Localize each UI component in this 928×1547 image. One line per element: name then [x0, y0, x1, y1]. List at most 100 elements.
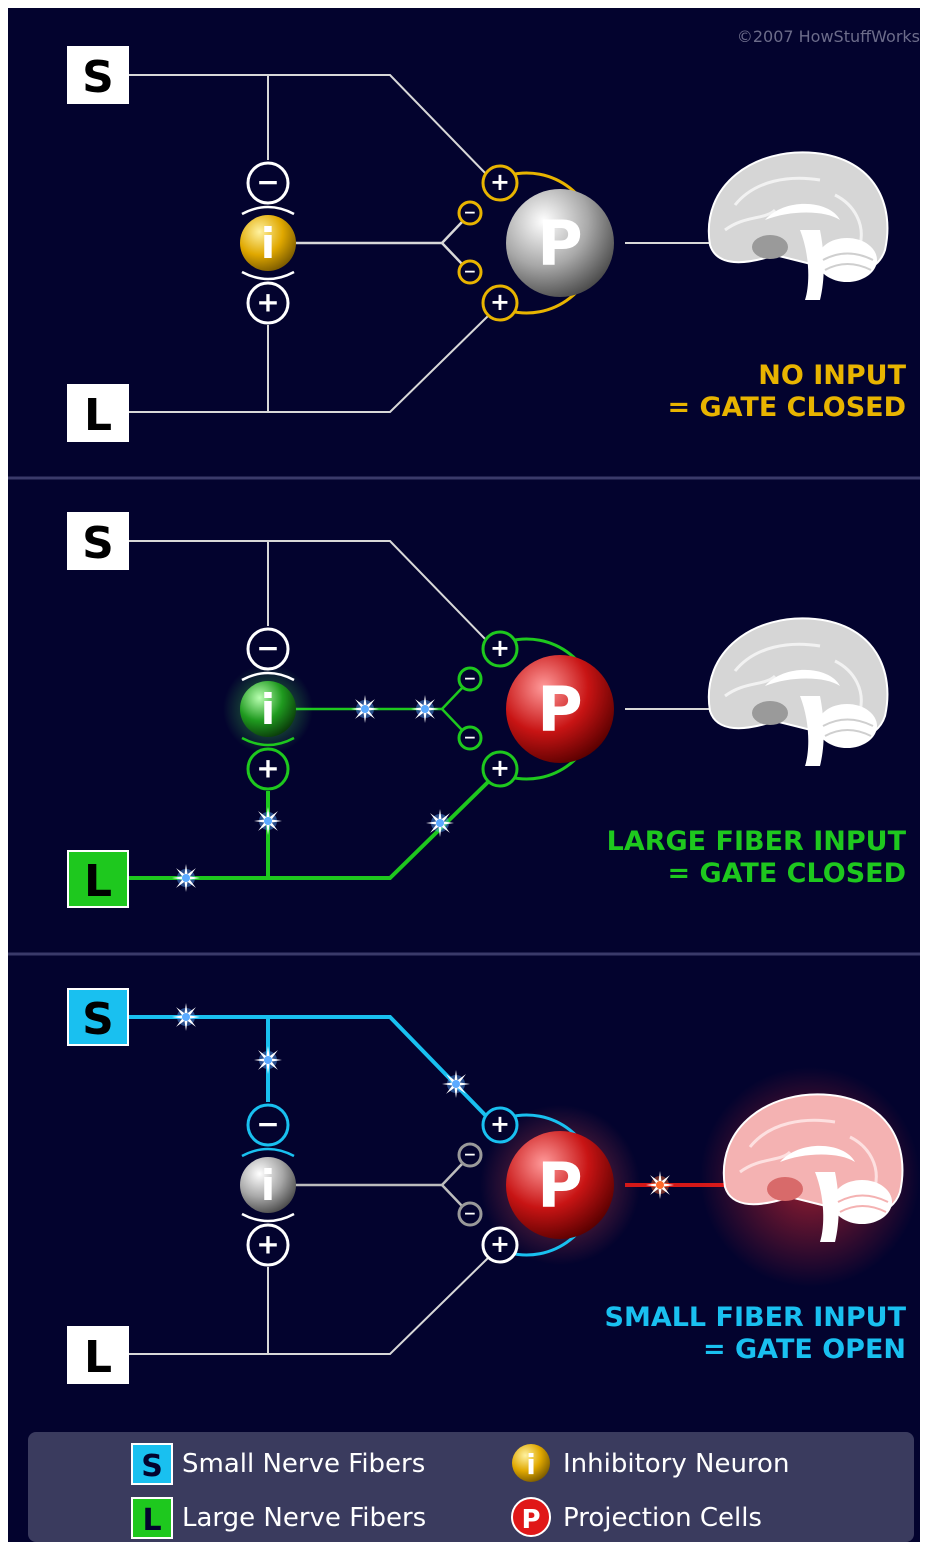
large-fiber-line	[128, 780, 490, 880]
inhibitory-plus-synapse: +	[246, 1223, 290, 1267]
inhibitory-neuron	[240, 1157, 296, 1213]
projection-inhibit-top-sign: −	[464, 204, 477, 222]
large-fiber-box-letter: L	[84, 856, 112, 907]
brain-icon	[707, 151, 889, 300]
projection-excite-top-sign: +	[490, 1110, 510, 1138]
projection-inhibit-top: −	[457, 1142, 483, 1168]
inhibitory-neuron	[240, 681, 296, 737]
inhibitory-neuron-letter: i	[261, 1161, 275, 1210]
projection-inhibit-bottom-sign: −	[464, 1205, 477, 1223]
inhibitory-neuron	[240, 215, 296, 271]
inhibitory-minus-synapse: −	[246, 161, 290, 205]
small-fiber-box-letter: S	[82, 518, 114, 569]
caption-line2: = GATE CLOSED	[667, 858, 906, 889]
legend-s-letter: S	[141, 1449, 163, 1484]
projection-cell	[506, 655, 614, 763]
legend-l-letter: L	[142, 1503, 161, 1538]
panel-caption: SMALL FIBER INPUT= GATE OPEN	[605, 1302, 907, 1365]
legend-s-icon	[131, 1443, 173, 1485]
projection-inhibit-bottom: −	[457, 259, 483, 285]
caption-line1: NO INPUT	[758, 360, 906, 391]
brain-icon	[707, 617, 889, 766]
projection-inhibit-top: −	[457, 666, 483, 692]
signal-star	[351, 695, 379, 723]
signal-star	[254, 807, 282, 835]
projection-inhibit-top-sign: −	[464, 1146, 477, 1164]
projection-excite-bottom-sign: +	[490, 288, 510, 316]
caption-line1: LARGE FIBER INPUT	[607, 826, 907, 857]
small-fiber-box: S	[67, 988, 129, 1046]
inhibitory-plus-synapse-sign: +	[256, 1227, 279, 1260]
legend-inhibitory-icon	[512, 1444, 550, 1482]
inhibitory-minus-synapse: −	[246, 1103, 290, 1147]
inhibitory-minus-synapse-sign: −	[256, 165, 279, 198]
projection-excite-top: +	[481, 1106, 519, 1144]
projection-inhibit-bottom-sign: −	[464, 263, 477, 281]
projection-excite-bottom: +	[481, 1226, 519, 1264]
projection-excite-top: +	[481, 630, 519, 668]
projection-cell	[506, 189, 614, 297]
inhibitory-plus-synapse-sign: +	[256, 751, 279, 784]
inhibitory-minus-synapse-sign: −	[256, 1107, 279, 1140]
inhibitory-neuron-letter: i	[261, 219, 275, 268]
legend-l-icon	[131, 1497, 173, 1539]
projection-inhibit-bottom-sign: −	[464, 729, 477, 747]
small-fiber-box: S	[67, 46, 129, 104]
inhibitory-minus-synapse: −	[246, 627, 290, 671]
caption-line2: = GATE CLOSED	[667, 392, 906, 423]
inhibitory-plus-synapse: +	[246, 747, 290, 791]
signal-star	[442, 1070, 470, 1098]
legend-projection-label: Projection Cells	[563, 1503, 762, 1533]
small-fiber-box-letter: S	[82, 52, 114, 103]
legend-large-label: Large Nerve Fibers	[182, 1503, 426, 1533]
small-fiber-box-letter: S	[82, 994, 114, 1045]
output-signal-star	[646, 1171, 674, 1199]
projection-inhibit-top-sign: −	[464, 670, 477, 688]
projection-cell-letter: P	[537, 1149, 582, 1222]
large-fiber-box: L	[67, 1326, 129, 1384]
inhibitory-plus-synapse: +	[246, 281, 290, 325]
projection-excite-bottom-sign: +	[490, 754, 510, 782]
projection-excite-top-sign: +	[490, 634, 510, 662]
large-fiber-box: L	[67, 850, 129, 908]
legend-p-letter: P	[521, 1505, 540, 1535]
projection-excite-bottom-sign: +	[490, 1230, 510, 1258]
signal-star	[254, 1046, 282, 1074]
projection-cell-letter: P	[537, 673, 582, 746]
signal-star	[172, 864, 200, 892]
legend-projection-icon	[511, 1497, 551, 1537]
caption-line2: = GATE OPEN	[703, 1334, 906, 1365]
projection-inhibit-bottom: −	[457, 725, 483, 751]
panel-caption: NO INPUT= GATE CLOSED	[667, 360, 906, 423]
signal-star	[426, 809, 454, 837]
large-fiber-box-letter: L	[84, 1332, 112, 1383]
signal-star	[411, 695, 439, 723]
small-fiber-box: S	[67, 512, 129, 570]
legend-i-letter: i	[526, 1448, 536, 1481]
projection-excite-top: +	[481, 164, 519, 202]
projection-cell	[506, 1131, 614, 1239]
legend-small-label: Small Nerve Fibers	[182, 1449, 425, 1479]
legend: S Small Nerve Fibers L Large Nerve Fiber…	[28, 1432, 914, 1542]
copyright: ©2007 HowStuffWorks	[737, 27, 920, 46]
small-fiber-line	[128, 74, 489, 177]
projection-inhibit-top: −	[457, 200, 483, 226]
large-fiber-box-letter: L	[84, 390, 112, 441]
small-fiber-line	[128, 540, 489, 643]
panel-caption: LARGE FIBER INPUT= GATE CLOSED	[607, 826, 907, 889]
projection-inhibit-bottom: −	[457, 1201, 483, 1227]
legend-box	[28, 1432, 914, 1542]
brain-icon	[700, 1067, 920, 1287]
inhibitory-neuron-letter: i	[261, 685, 275, 734]
inhibitory-plus-synapse-sign: +	[256, 285, 279, 318]
projection-excite-bottom: +	[481, 284, 519, 322]
inhibitory-minus-synapse-sign: −	[256, 631, 279, 664]
signal-star	[172, 1003, 200, 1031]
projection-excite-top-sign: +	[490, 168, 510, 196]
large-fiber-line	[128, 315, 489, 413]
large-fiber-line	[128, 1257, 489, 1355]
